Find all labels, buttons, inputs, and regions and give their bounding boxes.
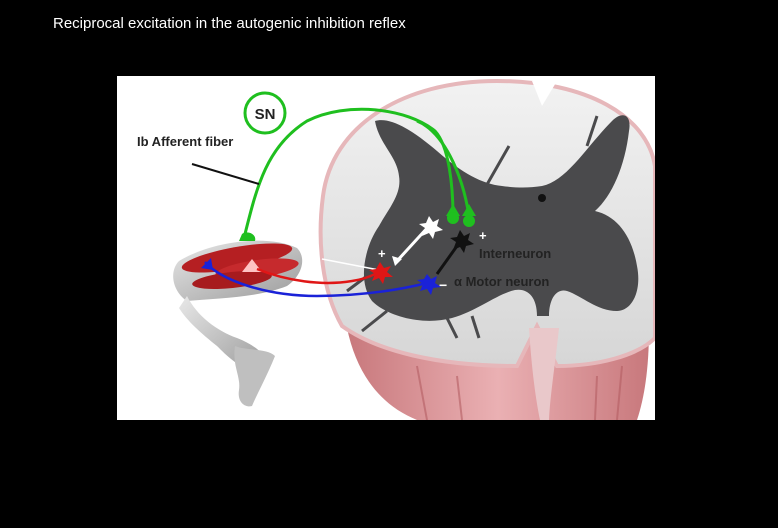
central-canal	[538, 194, 546, 202]
motor-neuron-label: α Motor neuron	[454, 274, 549, 289]
black-interneuron-body	[450, 230, 474, 253]
spinal-cord	[318, 78, 655, 420]
cord-gray-matter	[363, 115, 639, 321]
blue-fiber	[204, 261, 428, 298]
red-fiber-inner	[321, 258, 380, 271]
motor-path	[201, 258, 441, 298]
afferent-branch	[416, 119, 471, 217]
afferent-terminal-2-bulb	[463, 215, 475, 227]
foot	[234, 346, 275, 407]
afferent-pointer	[191, 163, 260, 185]
dorsal-median-sulcus	[532, 81, 557, 106]
cord-rim-stripes	[416, 365, 623, 420]
plus-sign-red: +	[378, 246, 386, 261]
sn-circle	[243, 91, 287, 135]
black-axon	[435, 245, 459, 275]
plus-sign-interneuron: +	[479, 228, 487, 243]
diagram-canvas: SN Ib Afferent fiber + +	[137, 78, 655, 420]
leg	[173, 240, 303, 407]
afferent-origin	[239, 232, 256, 241]
motor-neuron	[417, 274, 441, 295]
nerve-rootlets	[346, 115, 599, 339]
afferent-terminal-1-bulb	[447, 212, 459, 224]
slide-title: Reciprocal excitation in the autogenic i…	[53, 15, 406, 32]
minus-sign-motor: −	[439, 277, 447, 293]
red-neuron	[369, 262, 393, 284]
excitatory-path	[256, 258, 393, 285]
golgi-tendon-organ	[242, 259, 262, 272]
afferent-terminal-1	[446, 204, 460, 216]
reflex-diagram: SN Ib Afferent fiber + +	[117, 76, 655, 420]
white-terminal	[392, 256, 402, 266]
inhibitory-interneuron	[392, 216, 443, 266]
ventral-median-fissure	[529, 328, 559, 420]
ib-afferent-fiber	[239, 107, 476, 241]
sensory-neuron: SN	[243, 91, 287, 135]
sn-label: SN	[255, 106, 276, 123]
red-fiber	[256, 267, 380, 285]
excitatory-interneuron	[435, 230, 474, 275]
interneuron-label: Interneuron	[479, 246, 551, 261]
afferent-path-main	[243, 107, 455, 235]
white-interneuron-body	[419, 216, 443, 239]
afferent-terminal-2	[462, 204, 476, 216]
blue-terminal	[201, 258, 213, 270]
afferent-fiber-label: Ib Afferent fiber	[137, 134, 233, 149]
